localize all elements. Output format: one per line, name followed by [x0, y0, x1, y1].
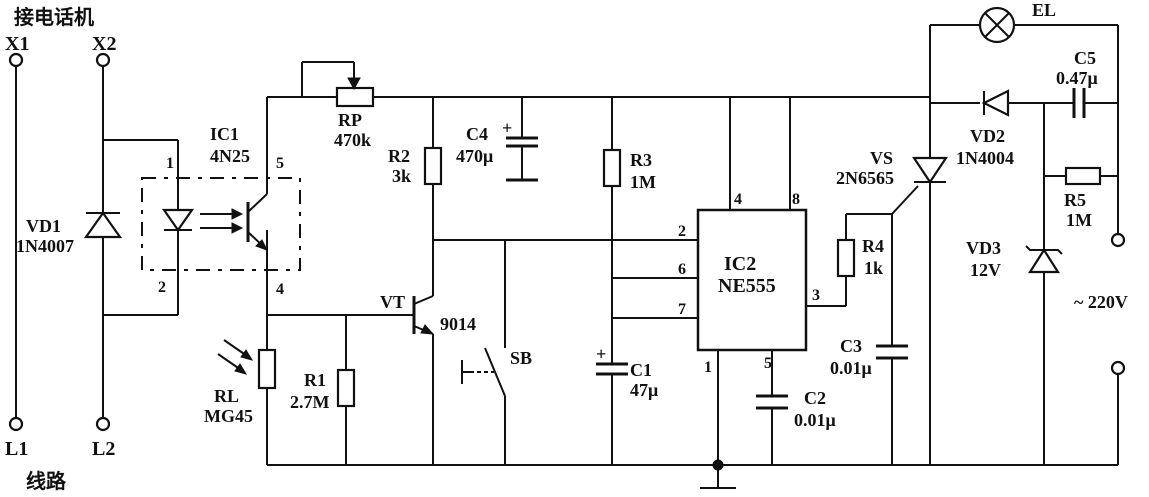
label-ic1-name: IC1: [210, 124, 239, 144]
optocoupler-ic1: [141, 177, 301, 271]
label-c5-name: C5: [1074, 48, 1096, 68]
label-vs-name: VS: [870, 148, 893, 168]
label-c1-name: C1: [630, 360, 652, 380]
label-ic2-pin1: 1: [704, 359, 712, 376]
labels: 接电话机 线路 X1 X2 L1 L2 VD1 1N4007 IC1 4N25 …: [5, 0, 1128, 493]
label-c4-value: 470μ: [456, 146, 493, 166]
label-r5-value: 1M: [1066, 210, 1092, 230]
label-vt-name: VT: [380, 292, 405, 312]
label-rp-value: 470k: [334, 130, 371, 150]
label-c4-name: C4: [466, 124, 488, 144]
capacitor-c4: [506, 136, 538, 182]
label-mains: ~ 220V: [1074, 292, 1128, 312]
terminal-x1: [8, 52, 24, 68]
label-vd2-part: 1N4004: [956, 148, 1014, 168]
label-ic1-pin5: 5: [276, 155, 284, 172]
title-phone: 接电话机: [14, 5, 94, 29]
label-x2: X2: [92, 33, 116, 55]
label-rl-part: MG45: [204, 406, 253, 426]
label-c3-name: C3: [840, 336, 862, 356]
label-rp-name: RP: [338, 110, 362, 130]
terminal-l2: [95, 416, 111, 432]
capacitor-c2: [756, 394, 788, 410]
label-ic1-pin4: 4: [276, 281, 284, 298]
label-r1-value: 2.7M: [290, 392, 330, 412]
label-sb-name: SB: [510, 348, 532, 368]
label-ic2-pin2: 2: [678, 223, 686, 240]
label-rl-name: RL: [214, 386, 239, 406]
label-c3-value: 0.01μ: [830, 358, 872, 378]
label-vd3-value: 12V: [970, 260, 1001, 280]
label-ic1-pin2: 2: [158, 279, 166, 296]
label-ic2-name: IC2: [724, 253, 756, 275]
label-r3-value: 1M: [630, 172, 656, 192]
ground-junction-dot: [712, 459, 724, 471]
photoresistor-rl: [217, 339, 277, 390]
capacitor-c1: [596, 362, 628, 390]
label-r2-name: R2: [388, 146, 410, 166]
label-r3-name: R3: [630, 150, 652, 170]
label-ic1-part: 4N25: [210, 146, 250, 166]
label-ic2-pin5: 5: [764, 355, 772, 372]
label-c2-value: 0.01μ: [794, 410, 836, 430]
label-ic2-pin6: 6: [678, 261, 686, 278]
resistor-r4: [836, 238, 856, 278]
label-vd1-part: 1N4007: [16, 236, 74, 256]
label-ic2-pin3: 3: [812, 287, 820, 304]
label-r1-name: R1: [304, 370, 326, 390]
label-ic2-pin4: 4: [734, 191, 742, 208]
label-vd3-name: VD3: [966, 238, 1001, 258]
label-r4-name: R4: [862, 236, 884, 256]
thyristor-vs: [911, 156, 949, 184]
label-l1: L1: [5, 438, 28, 460]
label-vd1-name: VD1: [26, 216, 61, 236]
label-ic2-pin8: 8: [792, 191, 800, 208]
diode-vd1: [83, 211, 123, 239]
title-line: 线路: [26, 469, 67, 493]
resistor-r1: [336, 368, 356, 408]
zener-vd3: [1025, 245, 1063, 274]
wires: [15, 24, 1119, 489]
terminal-x2: [95, 52, 111, 68]
resistor-r5: [1064, 166, 1102, 186]
pushbutton-sb: [461, 347, 506, 397]
label-c2-name: C2: [804, 388, 826, 408]
transistor-vt: [412, 295, 435, 335]
diode-vd2: [981, 89, 1010, 117]
label-r2-value: 3k: [392, 166, 411, 186]
label-x1: X1: [5, 33, 29, 55]
label-vs-part: 2N6565: [836, 168, 894, 188]
label-vt-part: 9014: [440, 314, 476, 334]
label-r4-value: 1k: [864, 258, 883, 278]
label-c4-polarity: +: [502, 118, 512, 138]
label-ic2-pin7: 7: [678, 301, 686, 318]
lamp-el: [978, 6, 1016, 44]
timer-ic2: [696, 208, 808, 352]
capacitor-c3: [876, 344, 908, 360]
label-ic1-pin1: 1: [166, 155, 174, 172]
resistor-r3: [602, 148, 622, 188]
label-el-name: EL: [1032, 0, 1056, 20]
label-r5-name: R5: [1064, 190, 1086, 210]
label-l2: L2: [92, 438, 115, 460]
potentiometer-rp: [335, 77, 375, 108]
terminal-mains-b: [1110, 360, 1126, 376]
label-ic2-part: NE555: [718, 275, 776, 297]
resistor-r2: [423, 146, 443, 186]
label-c1-polarity: +: [596, 344, 606, 364]
label-c1-value: 47μ: [630, 380, 658, 400]
label-vd2-name: VD2: [970, 126, 1005, 146]
terminals: [8, 52, 1126, 432]
label-c5-value: 0.47μ: [1056, 68, 1098, 88]
terminal-mains-a: [1110, 232, 1126, 248]
capacitor-c5: [1072, 88, 1086, 118]
terminal-l1: [8, 416, 24, 432]
